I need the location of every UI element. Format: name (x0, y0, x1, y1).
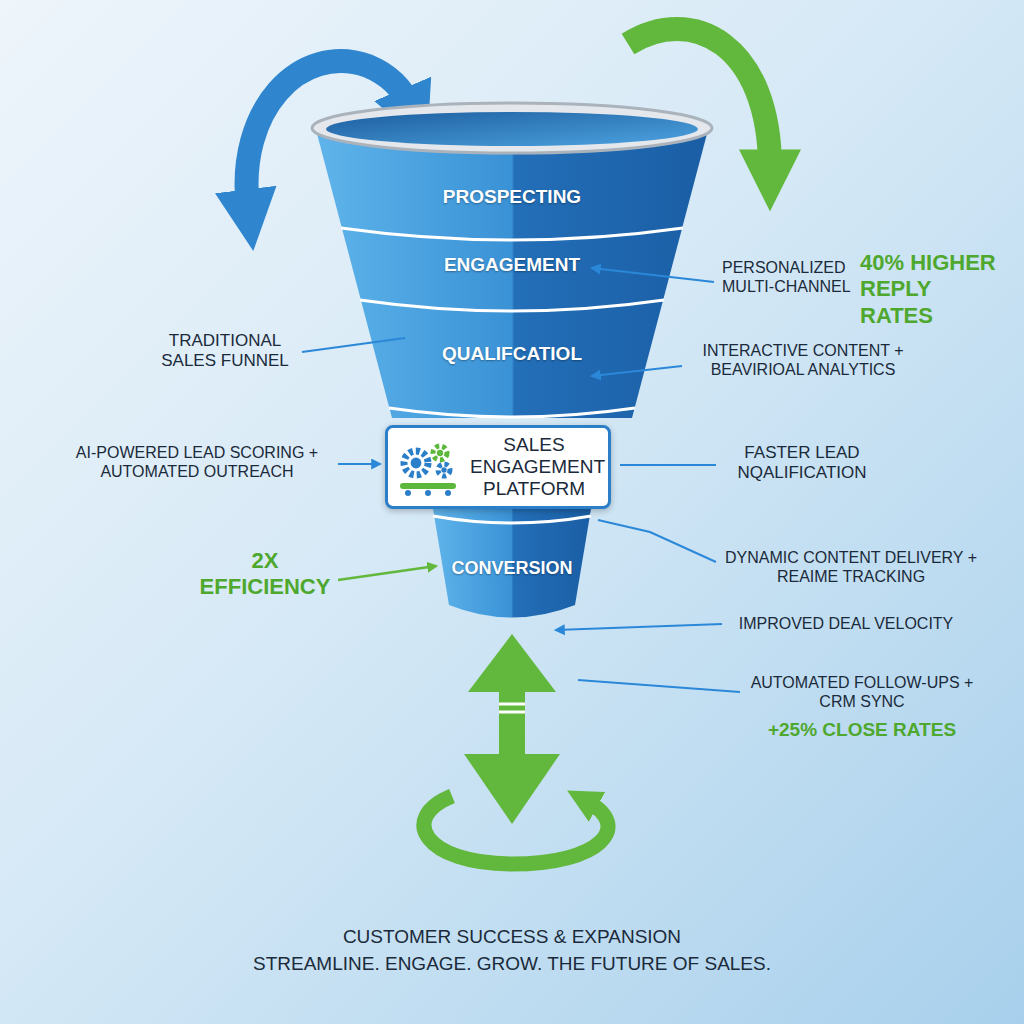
gear (404, 451, 428, 475)
conveyor-wheel (405, 490, 411, 496)
feature-label: PERSONALIZED MULTI-CHANNEL (722, 258, 860, 296)
double-arrow (499, 686, 525, 758)
leader-line (620, 464, 716, 466)
band-divider (341, 228, 683, 240)
conveyor-wheel (425, 490, 431, 496)
arrow-stripe (499, 703, 525, 706)
gear-icon (394, 437, 464, 497)
funnel-rim (312, 103, 712, 153)
feature-label: AUTOMATED FOLLOW-UPS + CRM SYNC (742, 673, 982, 711)
box-title: SALES ENGAGEMENT PLATFORM (470, 434, 598, 500)
leader-line (592, 268, 714, 282)
funnel-stage: ENGAGEMENT (440, 252, 584, 278)
leader-line (302, 338, 405, 352)
metric-callout: +25% CLOSE RATES (742, 719, 982, 742)
feature-label: INTERACTIVE CONTENT + BEAVIRIOAL ANALYTI… (688, 341, 918, 379)
funnel-stage: CONVERSION (447, 556, 576, 581)
band-divider (389, 408, 635, 417)
funnel-stage: PROSPECTING (439, 184, 585, 210)
conveyor (400, 483, 456, 489)
feature-label: AI-POWERED LEAD SCORING + AUTOMATED OUTR… (62, 443, 332, 481)
funnel-opening (326, 112, 698, 146)
gear (433, 446, 447, 460)
gear-hub (437, 450, 443, 456)
feature-label: CUSTOMER SUCCESS & EXPANSION (112, 926, 912, 949)
stage-name: ENGAGEMENT (444, 254, 580, 276)
stage-name: PROSPECTING (443, 186, 581, 208)
feature-label: FASTER LEAD NQALIFICATION (722, 443, 882, 484)
stage-name: CONVERSION (451, 558, 572, 579)
stage-name: QUALIFCATIOL (442, 343, 582, 365)
leader-line (598, 520, 716, 562)
double-arrow (464, 754, 560, 824)
metric-callout: 2X EFFICIENCY (195, 548, 335, 601)
leader-line (592, 366, 682, 376)
leader-line (556, 624, 722, 630)
tagline: STREAMLINE. ENGAGE. GROW. THE FUTURE OF … (62, 953, 962, 976)
gear-hub (411, 458, 422, 469)
feature-label: TRADITIONAL SALES FUNNEL (150, 331, 300, 372)
conveyor-wheel (445, 490, 451, 496)
gear-hub (441, 467, 446, 472)
feature-label: DYNAMIC CONTENT DELIVERY + REAIME TRACKI… (720, 548, 982, 586)
feature-label: IMPROVED DEAL VELOCITY (726, 614, 966, 633)
leader-line (338, 463, 380, 465)
funnel-stage: QUALIFCATIOL (438, 341, 586, 367)
gear (438, 464, 450, 476)
platform-box: SALES ENGAGEMENT PLATFORM (385, 425, 611, 509)
funnel-spout (432, 503, 592, 618)
arrow-stripe (499, 711, 525, 714)
metric-callout: 40% HIGHER REPLY RATES (860, 250, 1000, 329)
double-arrow (468, 634, 556, 692)
band-divider (433, 516, 591, 523)
leader-line (578, 680, 740, 692)
band-divider (360, 300, 664, 311)
leader-line (338, 566, 436, 580)
